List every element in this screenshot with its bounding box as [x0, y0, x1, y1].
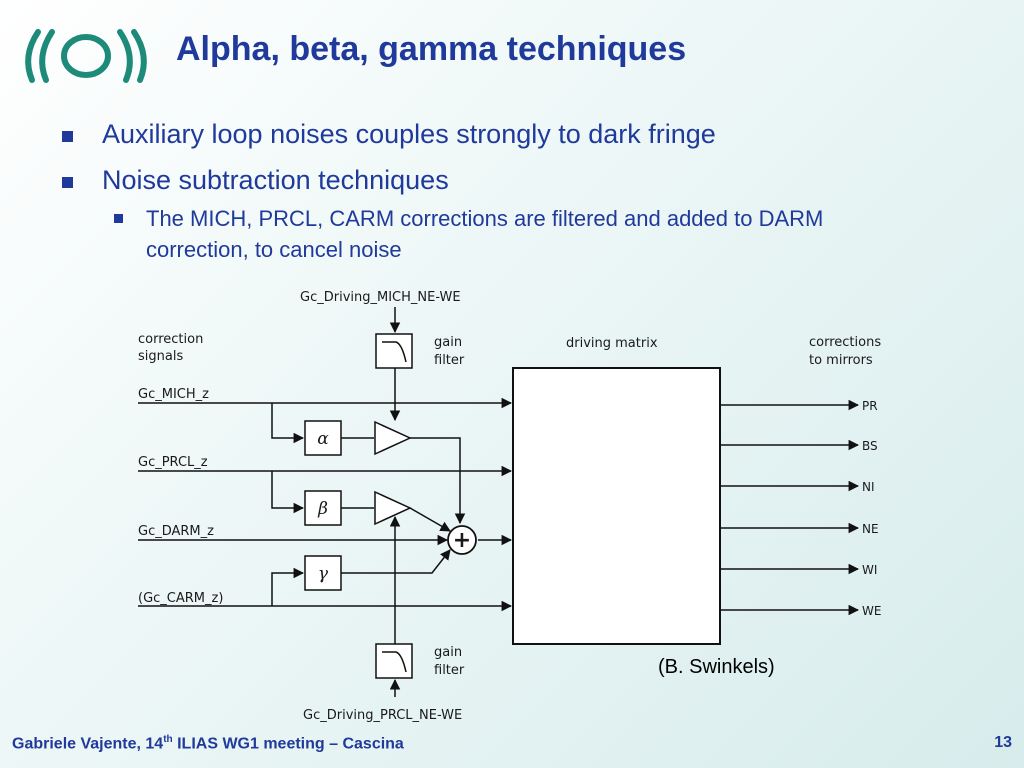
top-input-label: Gc_Driving_MICH_NE-WE — [300, 290, 461, 305]
bottom-gain-filter-label: gain — [434, 645, 462, 660]
output-label-pr: PR — [862, 399, 878, 413]
footer-suffix: ILIAS WG1 meeting – Cascina — [172, 735, 404, 753]
summing-junction — [447, 525, 477, 555]
alpha-amplifier — [374, 420, 412, 456]
bottom-input-label: Gc_Driving_PRCL_NE-WE — [303, 708, 462, 723]
bullet-square-icon — [62, 177, 73, 188]
bullet-square-icon — [62, 131, 73, 142]
slide-title: Alpha, beta, gamma techniques — [176, 30, 687, 68]
beta-gain-box — [304, 490, 342, 526]
beta-label: β — [317, 499, 328, 519]
noise-subtraction-diagram: α β γ + Gc_Driving_MICH_NE-WE Gc_Driving… — [138, 290, 881, 723]
credit-text: (B. Swinkels) — [658, 656, 775, 678]
page-number: 13 — [994, 734, 1012, 751]
driving-matrix-box — [512, 367, 721, 645]
input-label-prcl: Gc_PRCL_z — [138, 455, 208, 470]
beta-amplifier — [374, 490, 412, 526]
correction-signals-label: signals — [138, 349, 183, 364]
gamma-gain-box — [304, 555, 342, 591]
correction-signals-label: correction — [138, 332, 203, 347]
output-label-bs: BS — [862, 439, 878, 453]
bullet-square-icon — [114, 214, 123, 223]
bottom-gain-filter-label: filter — [434, 663, 465, 678]
top-gain-filter-label: filter — [434, 353, 465, 368]
input-label-carm: (Gc_CARM_z) — [138, 591, 223, 606]
driving-matrix-label: driving matrix — [566, 336, 658, 351]
output-label-wi: WI — [862, 563, 877, 577]
footer-prefix: Gabriele Vajente, 14 — [12, 735, 164, 753]
bullet-text: Auxiliary loop noises couples strongly t… — [102, 119, 716, 149]
top-gain-filter-label: gain — [434, 335, 462, 350]
sum-symbol: + — [453, 528, 471, 553]
bullet-list: Auxiliary loop noises couples strongly t… — [60, 113, 980, 265]
bullet-item: Noise subtraction techniques — [60, 159, 980, 205]
corrections-label: corrections — [809, 335, 881, 350]
footer-superscript: th — [163, 734, 173, 745]
output-label-we: WE — [862, 604, 881, 618]
sub-bullet-item: The MICH, PRCL, CARM corrections are fil… — [110, 203, 906, 265]
corrections-label: to mirrors — [809, 353, 873, 368]
output-label-ni: NI — [862, 480, 875, 494]
input-label-mich: Gc_MICH_z — [138, 387, 209, 402]
gamma-label: γ — [318, 564, 329, 584]
bullet-item: Auxiliary loop noises couples strongly t… — [60, 113, 980, 159]
top-gain-filter — [375, 333, 413, 369]
bottom-gain-filter — [375, 643, 413, 679]
sub-bullet-text: The MICH, PRCL, CARM corrections are fil… — [146, 206, 824, 262]
alpha-gain-box — [304, 420, 342, 456]
bullet-text: Noise subtraction techniques — [102, 165, 449, 195]
footer-text: Gabriele Vajente, 14th ILIAS WG1 meeting… — [12, 734, 404, 753]
alpha-label: α — [317, 429, 329, 449]
output-label-ne: NE — [862, 522, 879, 536]
input-label-darm: Gc_DARM_z — [138, 524, 214, 539]
virgo-logo-icon — [25, 29, 147, 83]
